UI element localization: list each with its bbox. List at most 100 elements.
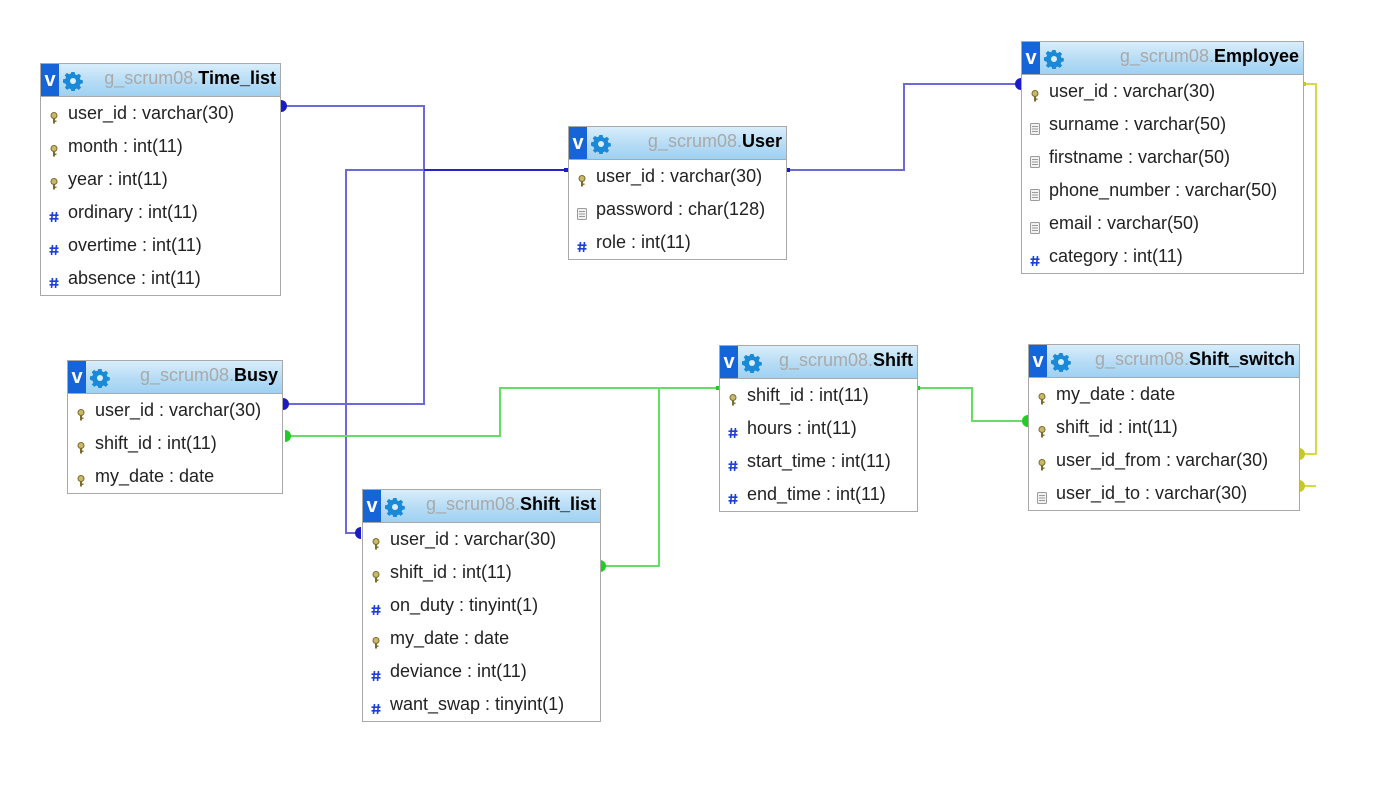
hash-icon (371, 666, 381, 681)
column-label: user_id_to : varchar(30) (1056, 483, 1248, 503)
column-row[interactable]: email : varchar(50) (1022, 207, 1303, 240)
column-row[interactable]: end_time : int(11) (720, 478, 917, 511)
database-name: g_scrum08. (139, 365, 234, 385)
column-row[interactable]: role : int(11) (569, 226, 786, 259)
toggle-columns-button[interactable]: v (1022, 42, 1040, 74)
hash-icon (49, 207, 59, 222)
column-row[interactable]: firstname : varchar(50) (1022, 141, 1303, 174)
table-header: v g_scrum08.Busy (68, 361, 282, 394)
column-label: my_date : date (1056, 384, 1176, 404)
column-row[interactable]: overtime : int(11) (41, 229, 280, 262)
hash-icon (49, 240, 59, 255)
column-row[interactable]: want_swap : tinyint(1) (363, 688, 600, 721)
table-title: g_scrum08.Shift_list (426, 490, 596, 518)
column-row[interactable]: hours : int(11) (720, 412, 917, 445)
column-label: my_date : date (95, 466, 215, 486)
column-row[interactable]: my_date : date (68, 460, 282, 493)
relation-time-list-user (282, 105, 425, 170)
column-row[interactable]: user_id_from : varchar(30) (1029, 444, 1299, 477)
column-label: surname : varchar(50) (1049, 114, 1227, 134)
key-icon (76, 471, 86, 486)
column-row[interactable]: user_id_to : varchar(30) (1029, 477, 1299, 510)
hash-icon (1030, 251, 1040, 266)
table-employee: v g_scrum08.Employee user_id : varchar(3… (1021, 41, 1304, 274)
database-name: g_scrum08. (1094, 349, 1189, 369)
column-row[interactable]: deviance : int(11) (363, 655, 600, 688)
toggle-columns-button[interactable]: v (363, 490, 381, 522)
column-list: user_id : varchar(30) surname : varchar(5… (1022, 75, 1303, 273)
column-row[interactable]: shift_id : int(11) (720, 379, 917, 412)
key-icon (371, 633, 381, 648)
text-icon (1030, 152, 1040, 168)
column-list: user_id : varchar(30)month : int(11) year… (41, 97, 280, 295)
table-header: v g_scrum08.Shift_switch (1029, 345, 1299, 378)
column-label: year : int(11) (68, 169, 168, 189)
column-label: start_time : int(11) (747, 451, 891, 471)
toggle-columns-button[interactable]: v (1029, 345, 1047, 377)
anchor-user-right (786, 168, 790, 172)
connector-shift-list-shift (600, 560, 606, 572)
table-user: v g_scrum08.User user_id : varchar(30)pa… (568, 126, 787, 260)
table-shift: v g_scrum08.Shift shift_id : int(11)hour… (719, 345, 918, 512)
toggle-columns-button[interactable]: v (569, 127, 587, 159)
table-name: Shift_switch (1188, 349, 1295, 369)
table-title: g_scrum08.Shift_switch (1095, 345, 1295, 373)
table-header: v g_scrum08.User (569, 127, 786, 160)
column-row[interactable]: user_id : varchar(30) (569, 160, 786, 193)
column-row[interactable]: year : int(11) (41, 163, 280, 196)
gear-icon[interactable] (591, 134, 611, 154)
text-icon (1037, 488, 1047, 504)
column-row[interactable]: phone_number : varchar(50) (1022, 174, 1303, 207)
relation-employee-user (788, 83, 1019, 171)
column-row[interactable]: category : int(11) (1022, 240, 1303, 273)
column-row[interactable]: password : char(128) (569, 193, 786, 226)
key-icon (49, 174, 59, 189)
connector-switch-to (1299, 480, 1305, 492)
table-header: v g_scrum08.Shift (720, 346, 917, 379)
connector-switch-from (1299, 448, 1305, 460)
table-title: g_scrum08.Shift (779, 346, 913, 374)
column-row[interactable]: user_id : varchar(30) (363, 523, 600, 556)
column-row[interactable]: my_date : date (1029, 378, 1299, 411)
toggle-columns-button[interactable]: v (68, 361, 86, 393)
toggle-columns-button[interactable]: v (41, 64, 59, 96)
column-row[interactable]: shift_id : int(11) (68, 427, 282, 460)
column-row[interactable]: user_id : varchar(30) (68, 394, 282, 427)
column-label: user_id : varchar(30) (1049, 81, 1216, 101)
column-row[interactable]: shift_id : int(11) (1029, 411, 1299, 444)
table-title: g_scrum08.Time_list (104, 64, 276, 92)
gear-icon[interactable] (90, 368, 110, 388)
relation-shift-list-user-branch (345, 169, 424, 534)
column-row[interactable]: my_date : date (363, 622, 600, 655)
gear-icon[interactable] (1051, 352, 1071, 372)
column-row[interactable]: ordinary : int(11) (41, 196, 280, 229)
column-row[interactable]: shift_id : int(11) (363, 556, 600, 589)
column-row[interactable]: user_id : varchar(30) (41, 97, 280, 130)
gear-icon[interactable] (742, 353, 762, 373)
column-label: deviance : int(11) (390, 661, 527, 681)
text-icon (577, 204, 587, 220)
column-label: ordinary : int(11) (68, 202, 198, 222)
table-title: g_scrum08.Busy (140, 361, 278, 389)
column-row[interactable]: on_duty : tinyint(1) (363, 589, 600, 622)
gear-icon[interactable] (385, 497, 405, 517)
table-header: v g_scrum08.Shift_list (363, 490, 600, 523)
column-label: user_id_from : varchar(30) (1056, 450, 1269, 470)
table-header: v g_scrum08.Employee (1022, 42, 1303, 75)
column-row[interactable]: surname : varchar(50) (1022, 108, 1303, 141)
gear-icon[interactable] (1044, 49, 1064, 69)
column-label: want_swap : tinyint(1) (390, 694, 565, 714)
column-row[interactable]: month : int(11) (41, 130, 280, 163)
gear-icon[interactable] (63, 71, 83, 91)
hash-icon (49, 273, 59, 288)
hash-icon (371, 600, 381, 615)
connector-shift-list-user (355, 527, 361, 539)
table-name: Time_list (198, 68, 276, 88)
key-icon (49, 108, 59, 123)
column-row[interactable]: start_time : int(11) (720, 445, 917, 478)
column-row[interactable]: user_id : varchar(30) (1022, 75, 1303, 108)
database-name: g_scrum08. (425, 494, 520, 514)
column-row[interactable]: absence : int(11) (41, 262, 280, 295)
toggle-columns-button[interactable]: v (720, 346, 738, 378)
